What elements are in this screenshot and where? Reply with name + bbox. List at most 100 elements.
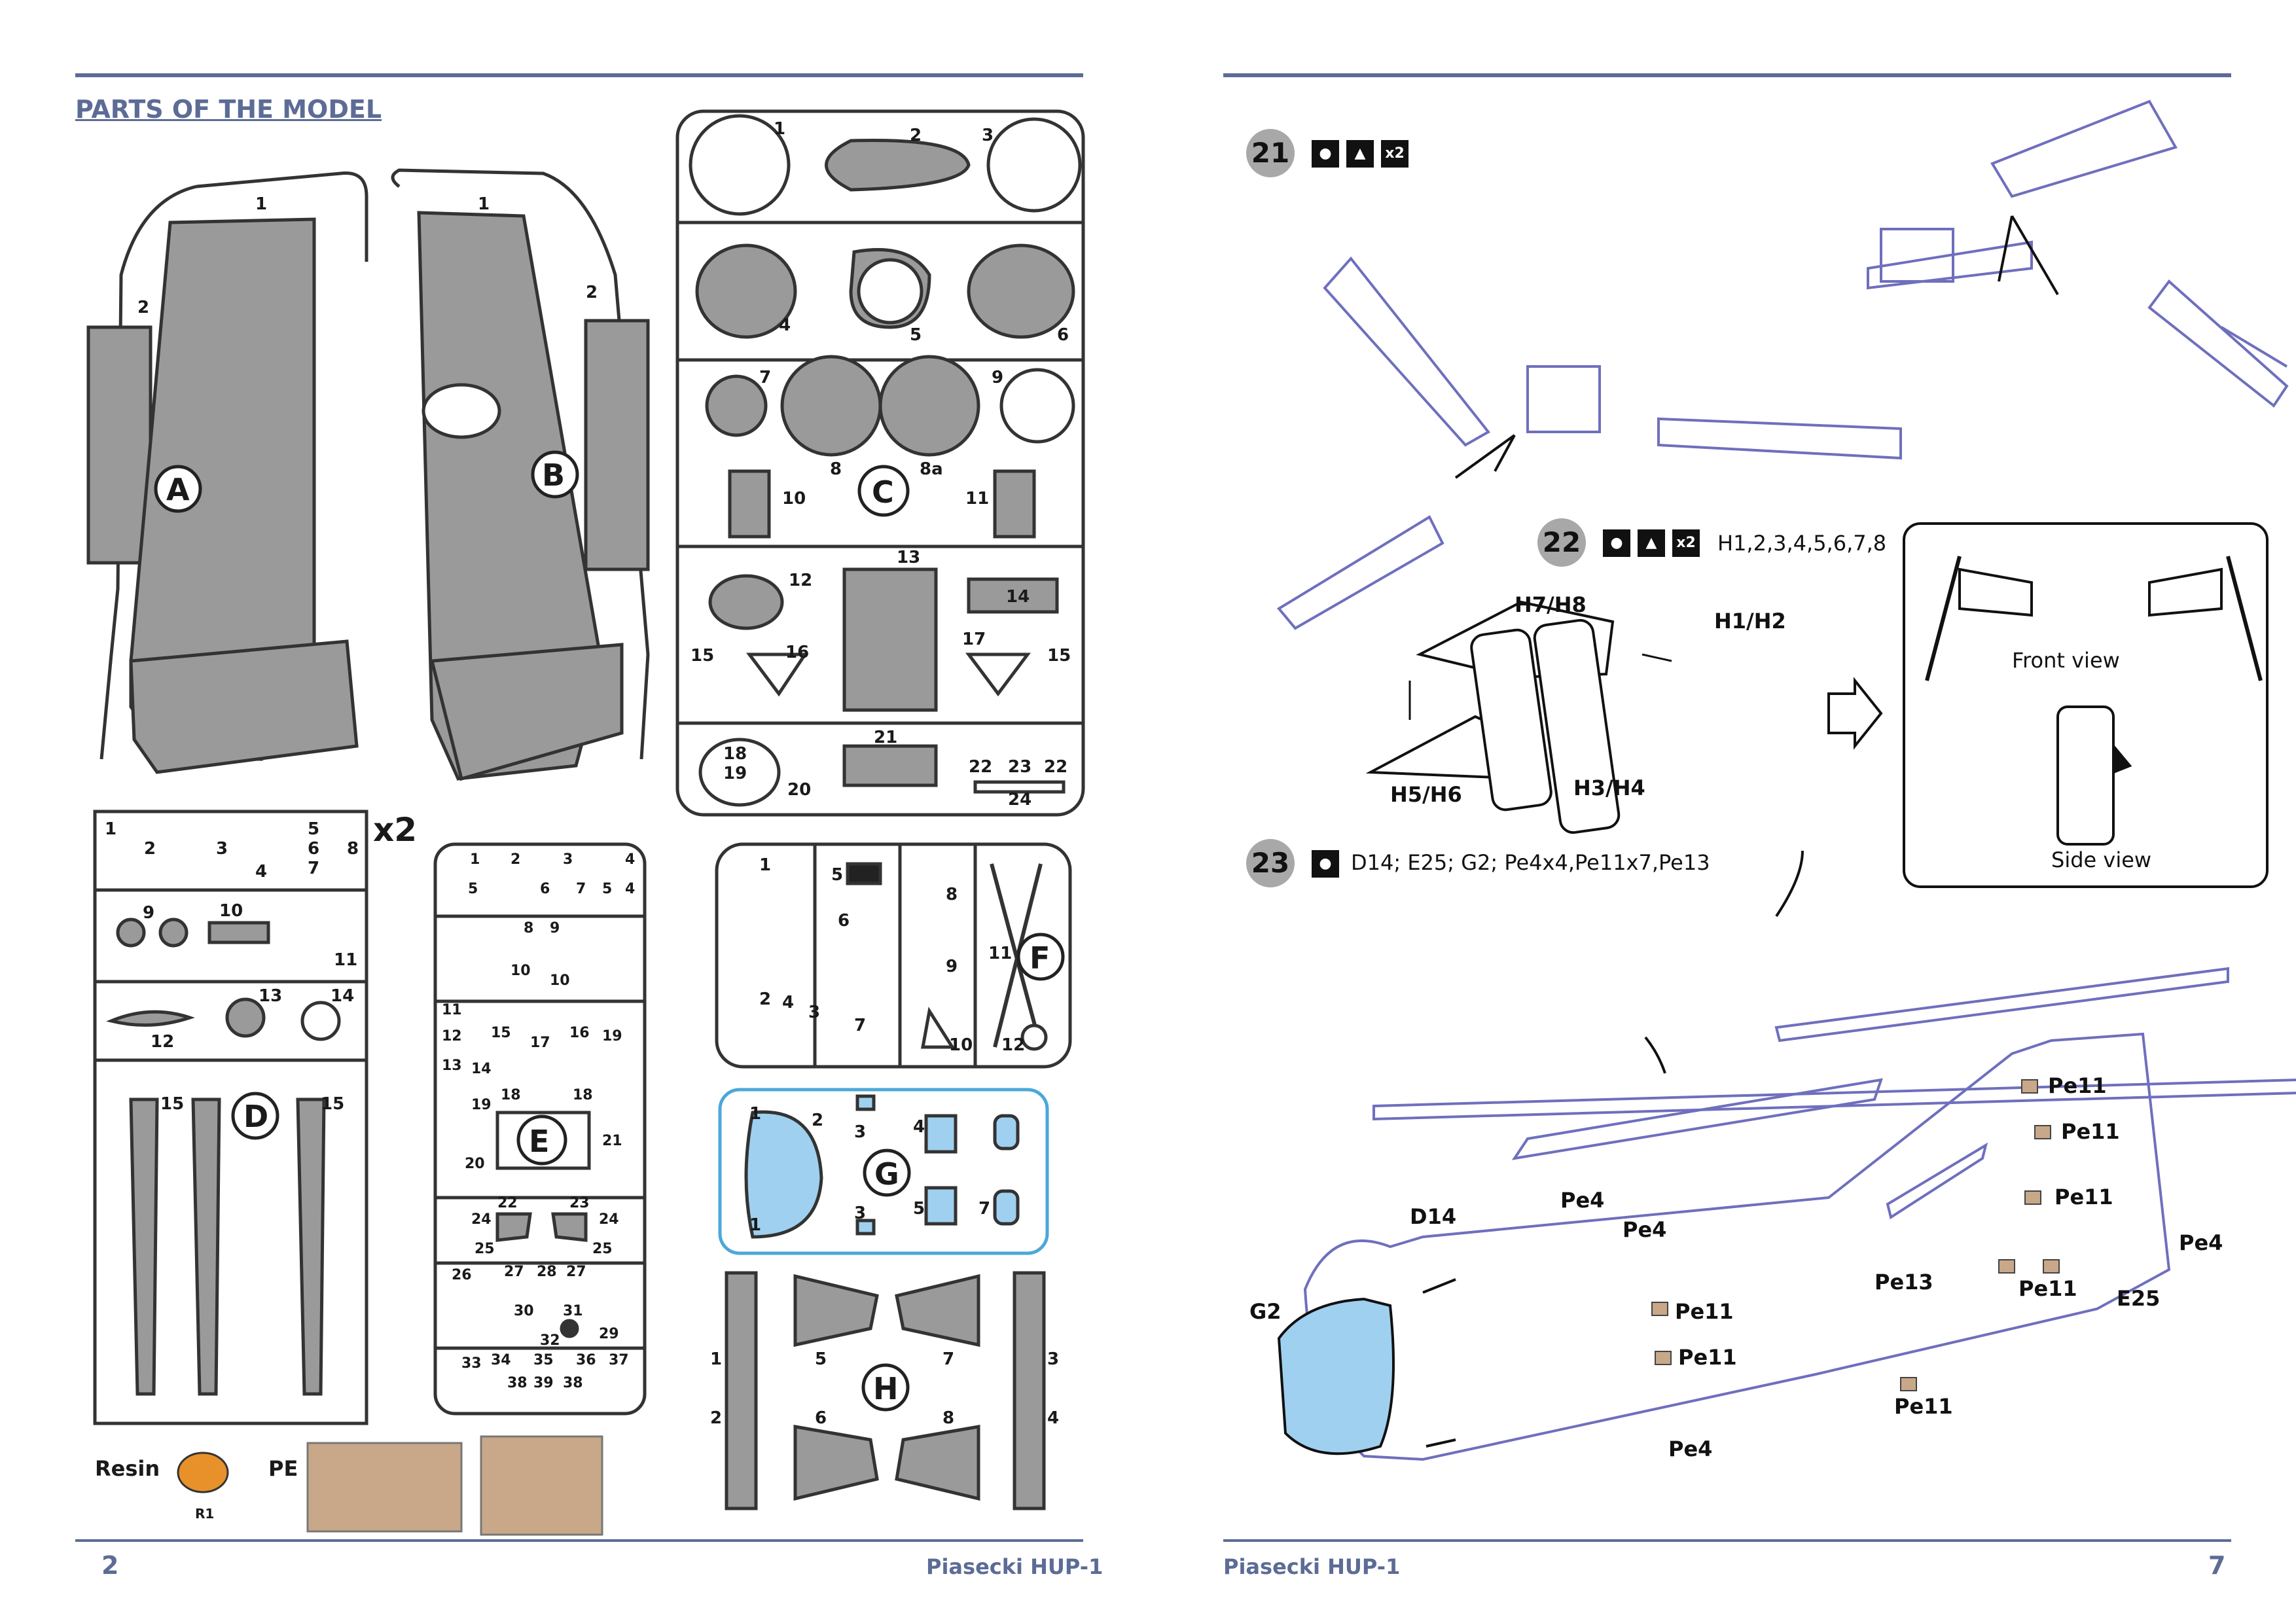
sprue-d-part11: 11	[334, 950, 357, 970]
step-22-badge: 22	[1537, 518, 1586, 567]
sprue-d-part2: 2	[144, 839, 156, 859]
sprue-e-part26: 26	[452, 1267, 472, 1283]
step-23-parts: D14; E25; G2; Pe4x4,Pe11x7,Pe13	[1351, 850, 1710, 875]
sprue-e-part10: 10	[511, 963, 531, 979]
sprue-d-part13: 13	[259, 986, 282, 1006]
sprue-e-part25b: 25	[592, 1241, 613, 1257]
sprue-c-part10: 10	[782, 489, 806, 508]
page-number: 7	[2208, 1551, 2226, 1580]
sprue-c-part3: 3	[982, 126, 994, 145]
canopy-part	[1277, 1297, 1395, 1455]
pe-fret-2	[480, 1435, 603, 1536]
sprue-f-part1: 1	[759, 855, 771, 875]
sprue-e-part5b: 5	[602, 881, 612, 897]
sprue-e-part20: 20	[465, 1156, 485, 1172]
sprue-c-part18: 18	[723, 744, 747, 764]
sprue-f-part2: 2	[759, 990, 771, 1009]
sprue-f-part4: 4	[782, 993, 794, 1012]
sprue-g-part1: 1	[749, 1104, 761, 1124]
sprue-c-labels: 1 2 3 4 5 6 7 8 8a 9 10 11 12 13 14 15 1…	[691, 119, 1071, 810]
sprue-c-part15a: 15	[691, 646, 714, 666]
sprue-e-part14: 14	[471, 1061, 492, 1077]
sprue-e-part19: 19	[471, 1097, 492, 1113]
sprue-e-part31: 31	[563, 1303, 583, 1319]
sprue-c-letter: C	[872, 474, 894, 510]
sprue-e-part33: 33	[461, 1355, 482, 1372]
sprue-e-part11: 11	[442, 1002, 462, 1018]
sprue-f-part5: 5	[831, 865, 843, 885]
sprue-g-part3b: 3	[854, 1204, 866, 1223]
step23-arrows	[1422, 850, 1804, 1448]
sprue-g-part7: 7	[978, 1199, 990, 1219]
sprue-c-part16: 16	[785, 643, 809, 662]
sprue-e-part21: 21	[602, 1133, 622, 1149]
x2-icon: x2	[1381, 140, 1408, 168]
assembly-diagrams	[1276, 99, 2296, 1461]
top-rule	[1223, 73, 2231, 77]
sprue-e-letter: E	[529, 1124, 549, 1159]
sprue-c	[675, 109, 1085, 817]
sprue-e-part15: 15	[491, 1025, 511, 1041]
sprue-e-part32: 32	[540, 1332, 560, 1349]
sprue-b-letter: B	[542, 457, 565, 493]
bottom-rule	[75, 1539, 1083, 1542]
sprue-e-part35: 35	[533, 1352, 554, 1368]
top-rule	[75, 73, 1083, 77]
sprue-d-part9: 9	[143, 903, 154, 923]
rotor-blade-parts-step22	[1365, 600, 1672, 834]
sprue-g-labels: 1 2 3 4 5 1 3 7	[749, 1104, 990, 1235]
sprue-d-part12: 12	[151, 1032, 174, 1052]
sprue-d-part15a: 15	[160, 1094, 184, 1114]
sprue-e-part1: 1	[470, 851, 480, 868]
step-23-badge: 23	[1246, 839, 1295, 887]
sprue-f-letter: F	[1030, 940, 1050, 976]
sprue-e-part17: 17	[530, 1035, 550, 1051]
sprue-e-part6: 6	[540, 881, 550, 897]
sprue-b-part1: 1	[478, 194, 490, 214]
callout-h1-h2: H1/H2	[1714, 609, 1786, 633]
sprue-f-part7: 7	[854, 1016, 866, 1035]
sprue-e-part27b: 27	[566, 1264, 586, 1280]
sprue-e-part10b: 10	[550, 972, 570, 989]
sprue-e-part38b: 38	[563, 1375, 583, 1391]
sprue-a	[86, 171, 368, 774]
rotor-assembly-step21	[1276, 99, 2289, 630]
callout-pe4-b: Pe4	[1623, 1217, 1667, 1242]
sprue-f-part3: 3	[808, 1003, 820, 1022]
callout-h3-h4: H3/H4	[1573, 776, 1645, 800]
sprue-d-multiplier: x2	[373, 811, 417, 849]
sprue-h-part2: 2	[710, 1408, 722, 1428]
sprue-d-letter: D	[243, 1099, 268, 1134]
step22-arrow-icon	[1827, 677, 1883, 750]
sprue-e-part16: 16	[569, 1025, 590, 1041]
sprue-g	[718, 1088, 1049, 1255]
sprue-c-part9: 9	[992, 368, 1003, 387]
sprue-g-part5: 5	[913, 1199, 925, 1219]
callout-pe11-c: Pe11	[2054, 1185, 2113, 1209]
sprue-b	[391, 168, 650, 781]
callout-pe11-g: Pe11	[1894, 1394, 1953, 1419]
sprue-e-part24b: 24	[599, 1211, 619, 1228]
side-view-label: Side view	[2051, 847, 2152, 872]
footer-title: Piasecki HUP-1	[1223, 1554, 1401, 1579]
sprue-h-part6: 6	[815, 1408, 827, 1428]
sprue-c-part8: 8	[830, 459, 842, 479]
front-view-label: Front view	[2012, 648, 2120, 673]
sprue-d-part14: 14	[331, 986, 354, 1006]
callout-pe4-d: Pe4	[2179, 1230, 2223, 1255]
sprue-e-part18b: 18	[573, 1087, 593, 1103]
pe-fret-1	[306, 1442, 463, 1533]
sprue-a-part1: 1	[255, 194, 267, 214]
callout-pe11-b: Pe11	[2061, 1119, 2120, 1144]
sprue-e-part8: 8	[524, 920, 533, 936]
sprue-e-part34: 34	[491, 1352, 511, 1368]
left-page: PARTS OF THE MODEL 1 2 A 1 2 B	[75, 73, 1103, 1580]
resin-part-icon	[177, 1452, 229, 1493]
callout-e25: E25	[2117, 1286, 2161, 1311]
sprue-e-part12: 12	[442, 1028, 462, 1044]
sprue-e-part9: 9	[550, 920, 560, 936]
sprue-g-part2: 2	[812, 1111, 823, 1130]
sprue-e-part24: 24	[471, 1211, 492, 1228]
front-view-diagram	[1925, 556, 2263, 681]
sprue-d-part7: 7	[308, 859, 319, 878]
